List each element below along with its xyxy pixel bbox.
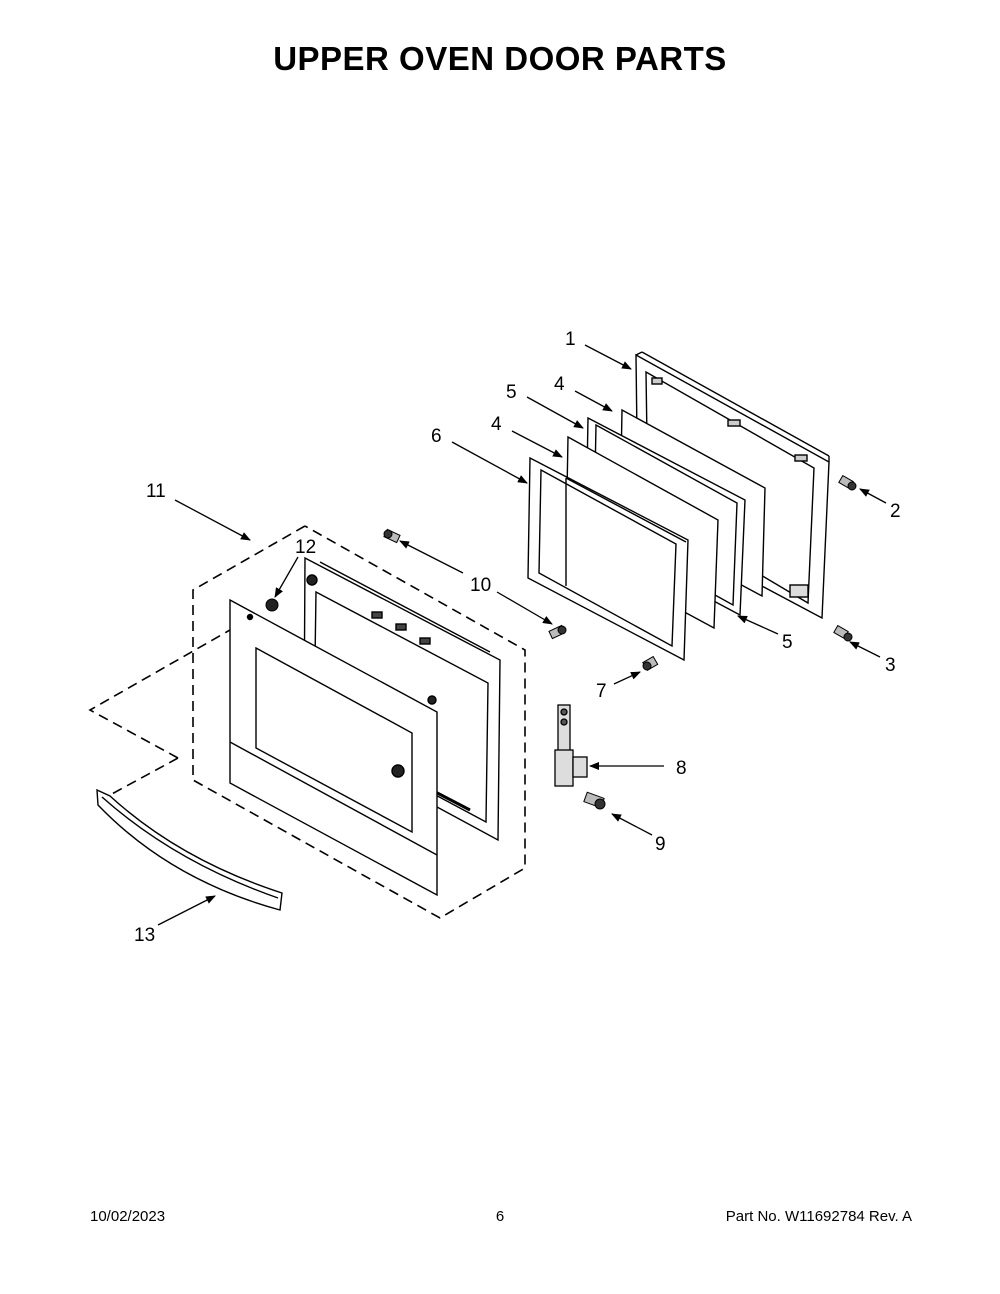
callout-11: 11: [146, 481, 166, 502]
callout-3: 3: [885, 655, 896, 676]
screw-part-3: [833, 624, 853, 642]
handle-part-13: [96, 788, 283, 911]
screw-part-10-bottom: [548, 624, 567, 640]
leader-arrows: [157, 344, 887, 926]
callout-4-lower: 4: [491, 414, 502, 435]
callout-6: 6: [431, 426, 442, 447]
callout-5-lower: 5: [782, 632, 793, 653]
door-assembly-outline-part-11: [88, 525, 526, 919]
callout-10: 10: [470, 575, 491, 596]
callout-4-upper: 4: [554, 374, 565, 395]
callout-7: 7: [596, 681, 607, 702]
callout-13: 13: [134, 925, 155, 946]
outer-door-glass: [229, 598, 438, 897]
callout-labels: 1 2 3 4 4 5 5 6 7 8 9 10 11 12 13: [134, 329, 901, 946]
screw-part-9: [583, 791, 606, 810]
hinge-part-8: [554, 704, 588, 787]
screw-part-10-top: [383, 528, 401, 544]
inner-frame-part-6: [527, 456, 689, 662]
page-title: UPPER OVEN DOOR PARTS: [273, 40, 727, 77]
plug-part-12: [265, 598, 279, 612]
callout-2: 2: [890, 501, 901, 522]
screw-part-2: [838, 474, 857, 491]
callout-5-upper: 5: [506, 382, 517, 403]
footer-page-number: 6: [495, 1208, 505, 1225]
callout-1: 1: [565, 329, 576, 350]
footer-part-number: Part No. W11692784 Rev. A: [725, 1208, 912, 1225]
callout-12: 12: [295, 537, 316, 558]
callout-9: 9: [655, 834, 666, 855]
callout-8: 8: [676, 758, 687, 779]
screw-part-7: [642, 655, 659, 672]
footer-date: 10/02/2023: [90, 1208, 166, 1225]
